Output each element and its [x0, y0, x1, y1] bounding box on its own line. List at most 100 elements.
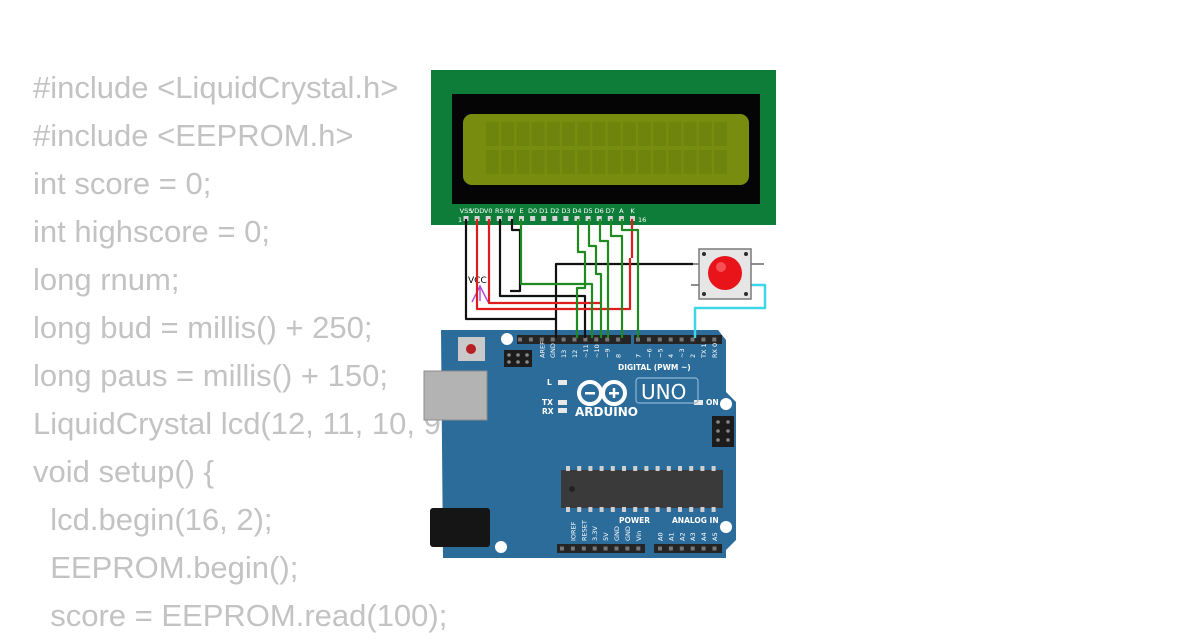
lcd-cell	[653, 150, 667, 174]
lcd-pin	[552, 216, 558, 221]
lcd-pin	[607, 216, 613, 221]
code-line: #include <EEPROM.h>	[33, 118, 354, 153]
lcd-pin	[496, 216, 502, 221]
header-socket[interactable]	[614, 546, 619, 551]
chip-leg	[633, 466, 638, 471]
header-socket[interactable]	[657, 337, 662, 342]
lcd-pin-label: D2	[550, 207, 559, 215]
header-socket[interactable]	[679, 337, 684, 342]
lcd-pin	[530, 216, 536, 221]
digital-pin-label: ~11	[582, 344, 590, 358]
power-analog-pin-label: 3.3V	[591, 526, 599, 541]
push-button-component	[691, 248, 764, 300]
header-socket[interactable]	[592, 546, 597, 551]
header-socket[interactable]	[572, 337, 577, 342]
lcd-pin-label: D0	[528, 207, 537, 215]
header-socket[interactable]	[518, 337, 522, 342]
lcd-cell	[683, 150, 697, 174]
header-socket[interactable]	[658, 546, 662, 551]
wire-lcd-a-pin	[620, 219, 640, 338]
led-on-label: ON	[706, 398, 719, 407]
header-socket[interactable]	[690, 337, 695, 342]
code-line: long bud = millis() + 250;	[33, 310, 373, 345]
chip-leg	[655, 507, 660, 512]
chip-leg	[700, 466, 705, 471]
icsp-header-left	[504, 350, 532, 367]
chip-leg	[644, 466, 649, 471]
header-socket[interactable]	[636, 337, 640, 342]
header-socket[interactable]	[581, 546, 586, 551]
power-analog-pin-label: A5	[711, 532, 719, 541]
power-analog-pin-label: A0	[657, 532, 665, 541]
lcd-pin	[585, 216, 591, 221]
header-socket[interactable]	[605, 337, 610, 342]
reset-button[interactable]	[466, 344, 476, 354]
lcd-cell	[592, 150, 606, 174]
header-socket[interactable]	[668, 546, 673, 551]
chip-leg	[711, 466, 716, 471]
header-socket[interactable]	[625, 546, 630, 551]
lcd-pin-label: K	[630, 207, 635, 215]
header-socket[interactable]	[646, 337, 651, 342]
board-model: UNO	[641, 380, 686, 404]
digital-pin-label: 13	[560, 350, 568, 358]
lcd-pin	[485, 216, 491, 221]
chip-leg	[566, 466, 570, 471]
header-socket[interactable]	[570, 546, 575, 551]
lcd-cell	[577, 122, 591, 146]
header-socket[interactable]	[594, 337, 599, 342]
code-line: score = EEPROM.read(100);	[33, 598, 448, 633]
header-socket[interactable]	[701, 337, 706, 342]
digital-pin-label: AREF	[538, 341, 546, 358]
header-socket[interactable]	[528, 337, 533, 342]
header-socket[interactable]	[539, 337, 544, 342]
header-socket[interactable]	[701, 546, 706, 551]
header-strip	[654, 544, 722, 553]
digital-pin-label: ~10	[593, 344, 601, 358]
lcd-cell	[486, 122, 499, 146]
chip-notch	[569, 486, 575, 492]
lcd-cell	[531, 150, 545, 174]
header-socket[interactable]	[690, 546, 695, 551]
header-socket[interactable]	[712, 546, 717, 551]
lcd-cell	[622, 150, 636, 174]
button-cap[interactable]	[708, 256, 742, 290]
digital-pin-label: ~9	[604, 348, 612, 358]
header-socket[interactable]	[712, 337, 717, 342]
header-socket[interactable]	[636, 546, 641, 551]
lcd-pin	[474, 216, 480, 221]
lcd-pin	[519, 216, 524, 221]
chip-leg	[678, 466, 682, 471]
led-l-label: L	[547, 378, 552, 387]
digital-pin-label: 4	[667, 354, 675, 358]
lcd-pin-label: A	[619, 207, 624, 215]
header-socket[interactable]	[679, 546, 684, 551]
header-socket[interactable]	[668, 337, 673, 342]
wire-lcd-rw-gnd	[510, 219, 522, 293]
header-socket[interactable]	[603, 546, 608, 551]
digital-pin-label: 2	[689, 354, 697, 358]
wire-lcd-d6	[598, 219, 610, 338]
lcd-cell	[516, 150, 530, 174]
header-socket[interactable]	[560, 546, 564, 551]
chip-leg	[633, 507, 638, 512]
power-analog-pin-label: GND	[624, 526, 632, 541]
header-socket[interactable]	[583, 337, 588, 342]
header-socket[interactable]	[550, 337, 555, 342]
lcd-pin-number-last: 16	[638, 216, 646, 224]
model-box	[635, 377, 699, 404]
code-line: #include <LiquidCrystal.h>	[33, 70, 399, 105]
chip-leg	[588, 466, 593, 471]
code-line: lcd.begin(16, 2);	[33, 502, 273, 537]
wire-lcd-vdd-5v	[475, 219, 632, 311]
code-line: int highscore = 0;	[33, 214, 270, 249]
lcd-cell	[698, 150, 712, 174]
header-socket[interactable]	[561, 337, 566, 342]
chip-leg	[655, 466, 660, 471]
header-socket[interactable]	[616, 337, 621, 342]
wire-button-gnd	[554, 262, 693, 319]
chip-leg	[678, 507, 682, 512]
wire-lcd-rs-grey	[498, 219, 587, 338]
